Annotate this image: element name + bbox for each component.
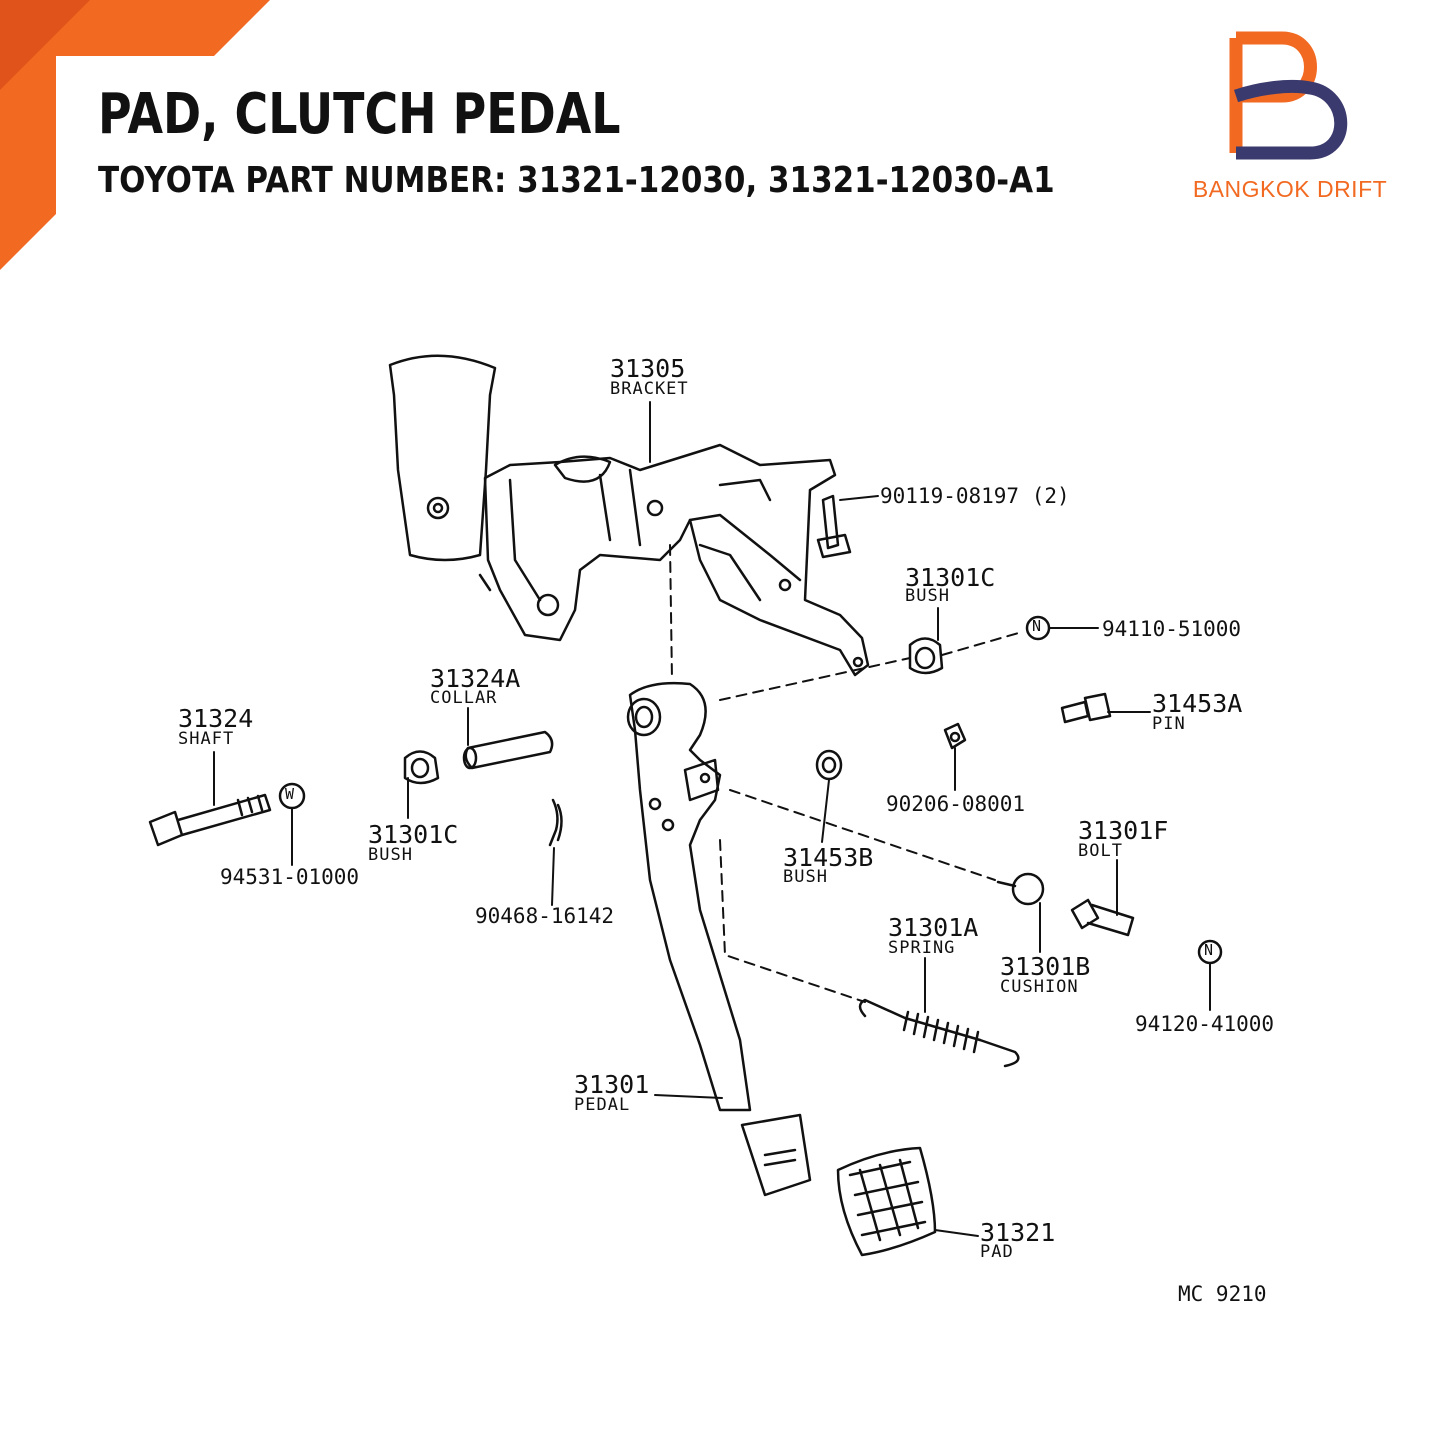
part-name-spring: SPRING (888, 938, 956, 958)
part-number-31301f: 31301F (1078, 816, 1169, 845)
part-name-bush-31453b: BUSH (783, 867, 828, 887)
part-number-31453b: 31453B (783, 843, 874, 872)
part-number-94531: 94531-01000 (220, 865, 360, 889)
part-name-bush-right: BUSH (905, 586, 950, 606)
part-number-31324: 31324 (178, 704, 254, 733)
nut-90206-drawing (943, 722, 967, 750)
part-number-31301c-right: 31301C (905, 563, 996, 592)
part-name-bracket: BRACKET (610, 379, 689, 399)
bangkok-drift-logo (1229, 31, 1348, 160)
shaft-drawing (148, 793, 272, 847)
assembly-dashed-lines (669, 544, 1023, 1003)
part-number-31301c-left: 31301C (368, 820, 459, 849)
part-number-subtitle: TOYOTA PART NUMBER: 31321-12030, 31321-1… (98, 160, 1055, 201)
bracket-drawing (483, 443, 870, 677)
part-number-31301a: 31301A (888, 913, 979, 942)
pedal-pad-drawing (836, 1146, 937, 1257)
part-name-bush-left: BUSH (368, 845, 413, 865)
part-number-90119: 90119-08197 (2) (880, 484, 1070, 508)
part-name-shaft: SHAFT (178, 729, 235, 749)
bolt-90119-drawing (816, 494, 852, 559)
master-cylinder-drawing (388, 354, 497, 592)
bush-31453b-drawing (815, 749, 843, 781)
part-number-31301: 31301 (574, 1070, 650, 1099)
spring-drawing (858, 998, 1020, 1068)
part-number-31321: 31321 (980, 1218, 1056, 1247)
cotter-pin-drawing (548, 798, 563, 847)
washer-marker-n-lower: N (1204, 941, 1214, 959)
part-name-pedal: PEDAL (574, 1095, 631, 1115)
part-name-collar: COLLAR (430, 688, 498, 708)
washer-marker-w: W (285, 785, 295, 803)
bolt-31301f-drawing (1070, 898, 1135, 937)
part-number-94110: 94110-51000 (1102, 617, 1242, 641)
cushion-drawing (996, 872, 1045, 906)
part-name-pad: PAD (980, 1242, 1014, 1262)
part-number-90206: 90206-08001 (886, 792, 1026, 816)
leader-lines (213, 401, 1211, 1237)
collar-drawing (462, 730, 554, 770)
washer-marker-n-upper: N (1032, 617, 1042, 635)
part-number-31324a: 31324A (430, 664, 521, 693)
part-name-pin: PIN (1152, 714, 1186, 734)
part-number-31301b: 31301B (1000, 952, 1091, 981)
part-number-94120: 94120-41000 (1135, 1012, 1275, 1036)
part-name-cushion: CUSHION (1000, 977, 1079, 997)
pedal-arm-drawing (626, 681, 812, 1197)
part-name-bolt: BOLT (1078, 841, 1123, 861)
bush-right-drawing (908, 637, 944, 675)
corner-accent (0, 0, 270, 270)
part-number-90468: 90468-16142 (475, 904, 615, 928)
brand-name: BANGKOK DRIFT (1170, 176, 1410, 203)
part-number-31453a: 31453A (1152, 689, 1243, 718)
page-title: PAD, CLUTCH PEDAL (98, 82, 621, 147)
pin-drawing (1060, 692, 1112, 724)
bush-left-drawing (403, 750, 440, 785)
brand-name-text: BANGKOK DRIFT (1192, 176, 1388, 202)
diagram-code: MC 9210 (1178, 1282, 1267, 1306)
part-number-31305: 31305 (610, 354, 686, 383)
